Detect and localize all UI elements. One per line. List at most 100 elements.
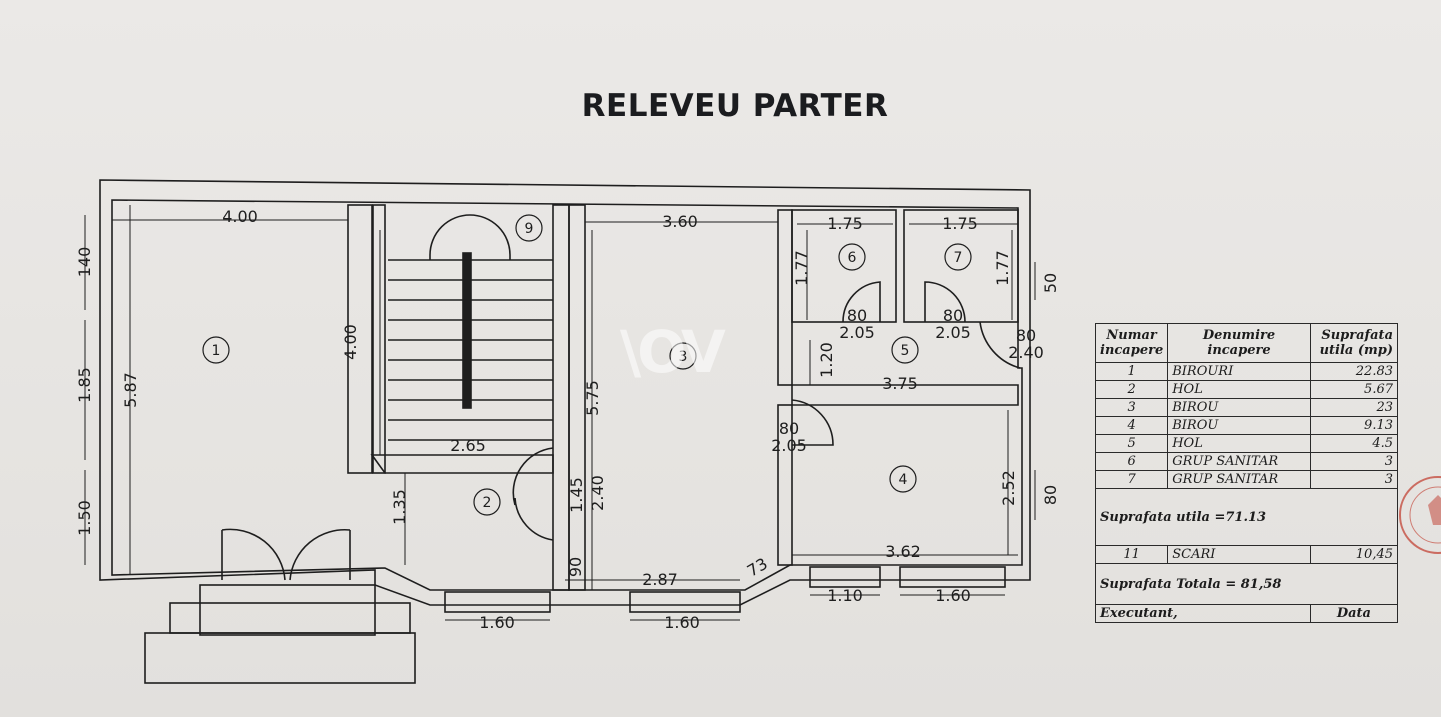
stair-west-wall (372, 204, 386, 474)
stamp-seal-icon (1399, 476, 1441, 554)
dim-r7-width: 1.75 (942, 214, 978, 233)
row-number: 3 (1094, 398, 1169, 417)
dim-angle-73: 73 (744, 554, 771, 581)
footer-data: Data (1309, 604, 1399, 623)
table-row: 11 SCARI 10,45 (1094, 545, 1399, 564)
hall-door (512, 447, 554, 541)
room-9-marker (515, 214, 543, 242)
dimension-lines (84, 205, 1036, 621)
row-name: SCARI (1167, 545, 1311, 564)
window-2 (629, 591, 741, 613)
dim-window-c: 1.10 (827, 586, 863, 605)
stair-east-wall (552, 204, 570, 591)
dim-r1-width: 4.00 (222, 207, 258, 226)
dim-r1-height: 5.87 (121, 372, 140, 408)
dim-window-d: 1.60 (935, 586, 971, 605)
row-area: 3 (1309, 470, 1399, 489)
row-number: 2 (1094, 380, 1169, 399)
header-area: Suprafata utila (mp) (1309, 323, 1399, 363)
dim-door6-b: 2.05 (839, 323, 875, 342)
dim-small-90: 90 (566, 557, 585, 577)
footer-executant: Executant, (1095, 604, 1311, 623)
row-area: 5.67 (1309, 380, 1399, 399)
dim-door4-b: 2.05 (771, 436, 807, 455)
row-name: GRUP SANITAR (1167, 470, 1311, 489)
dim-r4-width: 3.62 (885, 542, 921, 561)
table-row: 7 GRUP SANITAR 3 (1094, 470, 1399, 489)
room-2-marker (473, 488, 501, 516)
room-7-marker (944, 243, 972, 271)
row-number: 4 (1094, 416, 1169, 435)
dim-left-mid: 1.85 (75, 367, 94, 403)
row-number: 1 (1094, 362, 1169, 381)
footer-row: Executant, Data (1095, 604, 1399, 623)
useful-total: Suprafata utila =71.13 (1095, 488, 1398, 546)
outer-wall (99, 179, 1031, 606)
row-area: 4.5 (1309, 434, 1399, 453)
watermark-logo: \OV (620, 318, 726, 386)
dim-window-a: 1.60 (479, 613, 515, 632)
dim-r5-width: 3.75 (882, 374, 918, 393)
room3-west-wall (568, 204, 586, 591)
hall-wall (370, 454, 554, 474)
row-area: 3 (1309, 452, 1399, 471)
room-6-label: 6 (848, 250, 857, 266)
row-name: BIROURI (1167, 362, 1311, 381)
header-number: Numar incapere (1094, 323, 1169, 363)
row-name: HOL (1167, 434, 1311, 453)
dim-r5-height: 1.20 (817, 342, 836, 378)
grand-total: Suprafata Totala = 81,58 (1095, 563, 1398, 605)
room-2-label: 2 (483, 495, 492, 511)
entrance-landing (199, 584, 376, 636)
dim-door6-a: 80 (847, 306, 867, 325)
row-number: 7 (1094, 470, 1169, 489)
dim-hall-door-a: 1.45 (567, 477, 586, 513)
dim-stair-width: 2.65 (450, 436, 486, 455)
window-3 (809, 566, 881, 588)
row-area: 9.13 (1309, 416, 1399, 435)
wc7-wall (903, 209, 1019, 323)
table-row: 6 GRUP SANITAR 3 (1094, 452, 1399, 471)
dim-door7-b: 2.05 (935, 323, 971, 342)
dim-r6-height: 1.77 (792, 250, 811, 286)
row-name: BIROU (1167, 398, 1311, 417)
entrance-door (221, 528, 351, 581)
step-1 (169, 602, 411, 634)
dim-r3-width: 3.60 (662, 212, 698, 231)
dim-hall-door-b: 2.40 (588, 475, 607, 511)
room1-east-wall (347, 204, 373, 474)
room-5-marker (891, 336, 919, 364)
dim-door4-a: 80 (779, 419, 799, 438)
room-5-label: 5 (901, 343, 910, 359)
dim-left-top: 140 (75, 247, 94, 278)
room-1-marker (202, 336, 230, 364)
row-number: 6 (1094, 452, 1169, 471)
room3-east-wall (777, 209, 793, 386)
room-4-marker (889, 465, 917, 493)
useful-total-row: Suprafata utila =71.13 (1095, 488, 1398, 546)
table-row: 5 HOL 4.5 (1094, 434, 1399, 453)
dim-r4-height: 2.52 (999, 470, 1018, 506)
grand-total-row: Suprafata Totala = 81,58 (1095, 563, 1398, 605)
dim-window-b: 1.60 (664, 613, 700, 632)
dim-door7-a: 80 (943, 306, 963, 325)
dim-r6-width: 1.75 (827, 214, 863, 233)
row-area: 23 (1309, 398, 1399, 417)
header-name: Denumire incapere (1167, 323, 1311, 363)
table-row: 3 BIROU 23 (1094, 398, 1399, 417)
stair-arch (429, 214, 511, 260)
table-row: 4 BIROU 9.13 (1094, 416, 1399, 435)
dim-door5-b: 2.40 (1008, 343, 1044, 362)
legend-table: Numar incapere Denumire incapere Suprafa… (1094, 323, 1399, 623)
room-1-label: 1 (212, 343, 221, 359)
table-row: 2 HOL 5.67 (1094, 380, 1399, 399)
room-6-marker (838, 243, 866, 271)
dim-right-80: 80 (1041, 485, 1060, 505)
row-area: 22.83 (1309, 362, 1399, 381)
row-area: 10,45 (1309, 545, 1399, 564)
door-5 (979, 321, 1021, 369)
stair-rail (462, 252, 472, 409)
row-name: GRUP SANITAR (1167, 452, 1311, 471)
room-4-label: 4 (899, 472, 908, 488)
legend-table-panel: Numar incapere Denumire incapere Suprafa… (1094, 323, 1425, 658)
